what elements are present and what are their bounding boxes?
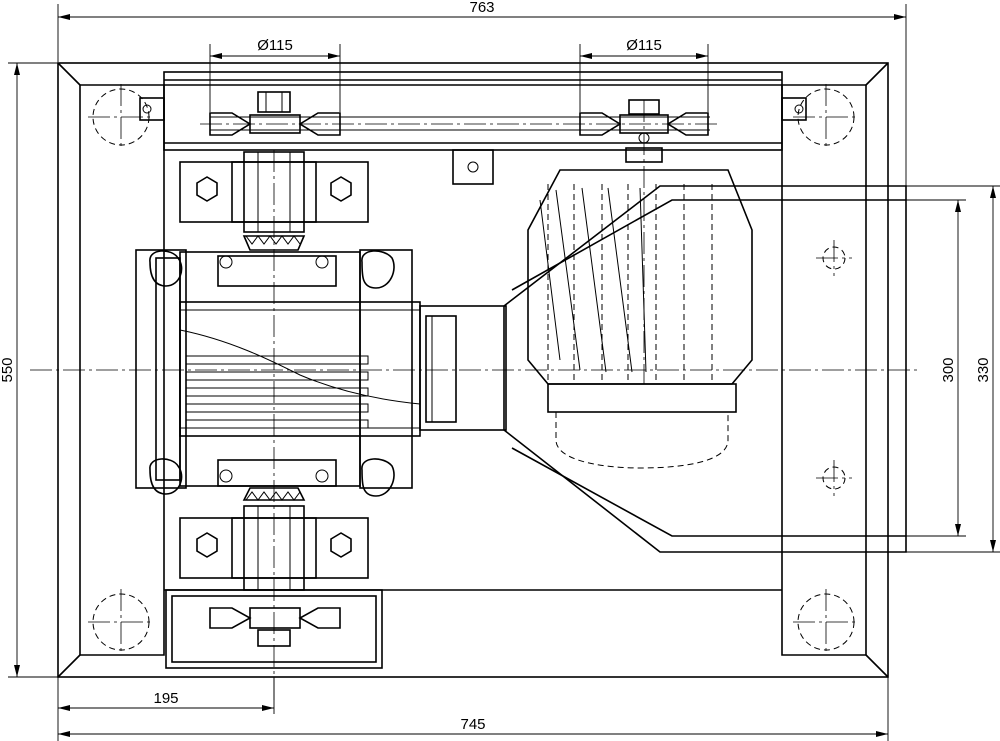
dimension-pulley-right: Ø115 (579, 37, 709, 112)
dimension-550: 550 (0, 62, 58, 678)
dimension-195: 195 (57, 677, 275, 741)
dimension-pulley-left: Ø115 (209, 37, 341, 112)
top-belt-guard (139, 71, 807, 185)
dim-text-745: 745 (460, 716, 485, 733)
knob-bottom-right (361, 458, 395, 497)
dim-text-330: 330 (975, 357, 992, 382)
dim-text-pulley-right: Ø115 (626, 37, 662, 54)
dim-text-195: 195 (153, 690, 178, 707)
mount-hole-bottom-left (88, 589, 154, 655)
mount-hole-top-right (793, 84, 859, 150)
dim-text-550: 550 (0, 357, 16, 382)
gearbox-housing (135, 150, 507, 700)
motor-plate-hole-bottom (816, 460, 852, 496)
mount-hole-bottom-right (793, 589, 859, 655)
dim-text-pulley-left: Ø115 (257, 37, 293, 54)
mounting-holes (88, 84, 859, 655)
dimension-330: 330 (906, 185, 1000, 553)
knob-top-left (149, 250, 183, 287)
dim-text-300: 300 (940, 357, 957, 382)
knob-top-right (361, 250, 395, 289)
bottom-pulley-guard (165, 589, 383, 669)
dimension-745: 745 (58, 677, 889, 741)
mount-hole-top-left (88, 84, 154, 150)
electric-motor (503, 100, 907, 553)
pulley-left (209, 91, 341, 136)
dimension-300: 300 (906, 199, 966, 537)
motor-plate-hole-top (816, 240, 852, 276)
dim-text-763: 763 (469, 0, 494, 16)
dimension-763: 763 (57, 0, 907, 186)
guard-bracket (452, 149, 494, 185)
knob-bottom-left (149, 458, 183, 495)
